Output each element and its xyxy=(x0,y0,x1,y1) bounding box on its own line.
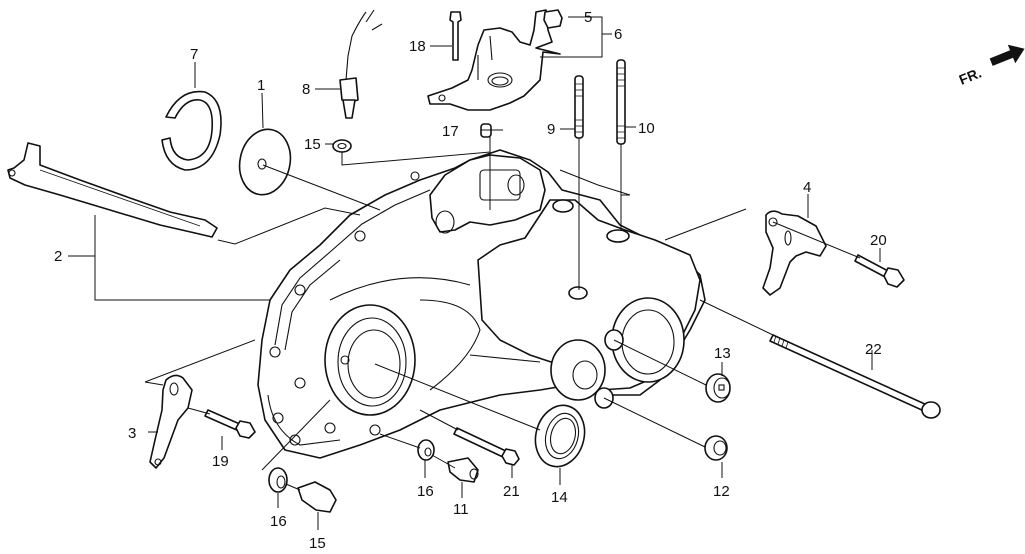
part-20-flange-bolt-left xyxy=(204,409,256,439)
part-10-stud xyxy=(616,59,626,145)
part-9-stud xyxy=(574,75,584,139)
callout-21: 21 xyxy=(503,483,520,500)
callout-3: 3 xyxy=(128,425,136,442)
callout-9: 9 xyxy=(547,121,555,138)
transmission-housing xyxy=(257,149,706,459)
callout-19: 18 xyxy=(409,38,426,55)
part-16-washer-top xyxy=(332,139,352,153)
part-13-sealing-plug xyxy=(705,373,731,403)
callout-12: 12 xyxy=(713,483,730,500)
part-16-washer-bottom xyxy=(417,439,435,461)
part-20-flange-bolt-right xyxy=(854,254,905,288)
part-14-oil-seal xyxy=(534,404,586,468)
callout-14: 14 xyxy=(551,489,568,506)
part-7-snap-ring xyxy=(161,90,222,171)
part-3-lower-hanger xyxy=(149,374,193,469)
part-19-flange-bolt xyxy=(449,11,462,61)
part-4-upper-hanger xyxy=(762,210,827,296)
part-15-drain-bolt xyxy=(297,481,337,513)
callout-labels: 7 1 2 8 15 18 5 6 17 9 10 4 20 22 13 12 … xyxy=(54,9,887,552)
part-22-long-bolt xyxy=(769,334,941,419)
part-12-sealing-plug xyxy=(704,435,728,461)
callout-2: 2 xyxy=(54,248,62,265)
callout-7: 7 xyxy=(190,46,198,63)
part-17-drain-washer xyxy=(268,467,288,493)
callout-10: 10 xyxy=(638,120,655,137)
part-11-filler-bolt xyxy=(447,457,479,483)
callout-16-top: 15 xyxy=(304,136,321,153)
part-2-guide-plate xyxy=(7,142,218,238)
callout-17: 16 xyxy=(270,513,287,530)
callout-1: 1 xyxy=(257,77,265,94)
part-1-shim-plate xyxy=(238,128,292,196)
callout-22: 22 xyxy=(865,341,882,358)
callout-11: 11 xyxy=(453,501,469,518)
part-5-cap xyxy=(543,9,563,29)
callout-13: 13 xyxy=(714,345,731,362)
front-label: FR. xyxy=(957,64,984,87)
part-6-shift-housing xyxy=(427,9,561,111)
part-8-switch xyxy=(339,9,383,119)
front-arrow-icon xyxy=(989,44,1025,66)
callout-15: 15 xyxy=(309,535,326,552)
callout-20-left: 19 xyxy=(212,453,229,470)
leader-lines xyxy=(68,16,881,530)
callout-8: 8 xyxy=(302,81,310,98)
callout-18: 17 xyxy=(442,123,459,140)
callout-16-bottom: 16 xyxy=(417,483,434,500)
front-direction-indicator: FR. xyxy=(957,44,1025,88)
callout-4: 4 xyxy=(803,179,811,196)
callout-5: 5 xyxy=(584,9,592,26)
callout-6: 6 xyxy=(614,26,622,43)
callout-20-right: 20 xyxy=(870,232,887,249)
part-21-flange-bolt xyxy=(453,427,520,466)
